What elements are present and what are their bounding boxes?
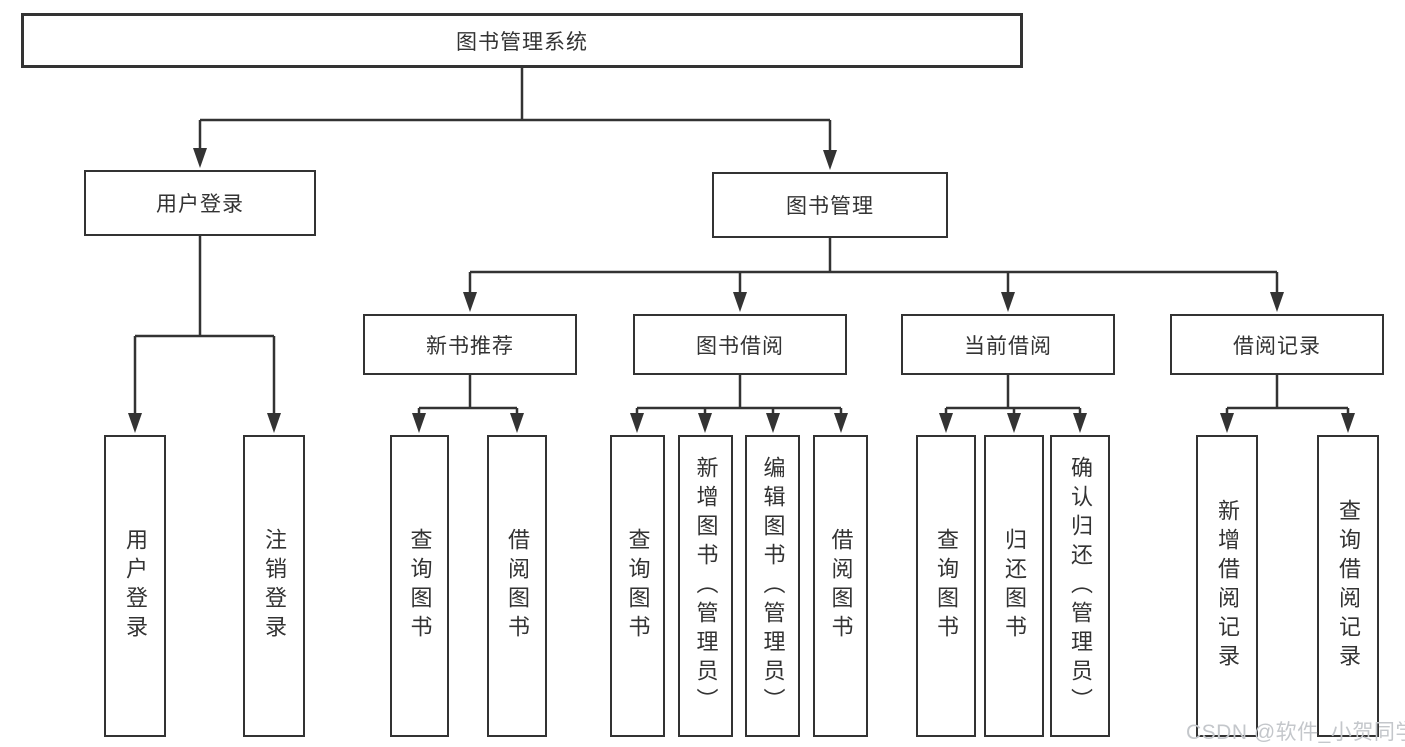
node-label: 查询图书: [934, 528, 959, 644]
node-new-book-recommend: 新书推荐: [363, 314, 577, 375]
node-label: 借阅图书: [828, 528, 854, 644]
node-user-login: 用户登录: [84, 170, 316, 236]
leaf-logout: 注销登录: [243, 435, 305, 737]
leaf-bb-borrow-books: 借阅图书: [813, 435, 868, 737]
node-label: 新增借阅记录: [1215, 499, 1240, 673]
node-label: 图书管理: [786, 195, 874, 218]
leaf-bb-add-books-admin: 新增图书（管理员）: [678, 435, 733, 737]
node-label: 查询图书: [625, 528, 651, 644]
node-label: 用户登录: [123, 528, 148, 644]
leaf-cur-query-books: 查询图书: [916, 435, 976, 737]
leaf-bb-query-books: 查询图书: [610, 435, 665, 737]
node-label: 确认归还（管理员）: [1068, 455, 1093, 717]
node-library-management-system: 图书管理系统: [21, 13, 1023, 68]
node-label: 新书推荐: [426, 334, 514, 358]
leaf-rec-add-record: 新增借阅记录: [1196, 435, 1258, 737]
node-current-borrowing: 当前借阅: [901, 314, 1115, 375]
leaf-cur-return-books: 归还图书: [984, 435, 1044, 737]
node-label: 新增图书（管理员）: [693, 455, 719, 717]
node-label: 归还图书: [1002, 528, 1027, 644]
leaf-cur-confirm-return-admin: 确认归还（管理员）: [1050, 435, 1110, 737]
leaf-nb-borrow-books: 借阅图书: [487, 435, 547, 737]
node-label: 借阅记录: [1233, 334, 1321, 358]
node-borrowing-records: 借阅记录: [1170, 314, 1384, 375]
leaf-bb-edit-books-admin: 编辑图书（管理员）: [745, 435, 800, 737]
watermark: CSDN @软件_小贺同学: [1186, 721, 1405, 744]
node-label: 借阅图书: [505, 528, 530, 644]
node-label: 查询图书: [407, 528, 433, 644]
node-label: 用户登录: [156, 193, 244, 216]
node-book-management: 图书管理: [712, 172, 948, 238]
node-label: 当前借阅: [964, 334, 1052, 358]
arrowheads: [128, 148, 1355, 433]
leaf-nb-query-books: 查询图书: [390, 435, 449, 737]
node-label: 注销登录: [262, 528, 287, 644]
node-book-borrowing: 图书借阅: [633, 314, 847, 375]
leaf-user-login: 用户登录: [104, 435, 166, 737]
node-label: 查询借阅记录: [1336, 499, 1361, 673]
leaf-rec-query-record: 查询借阅记录: [1317, 435, 1379, 737]
node-label: 图书管理系统: [456, 30, 588, 54]
node-label: 图书借阅: [696, 334, 784, 358]
node-label: 编辑图书（管理员）: [760, 455, 786, 717]
